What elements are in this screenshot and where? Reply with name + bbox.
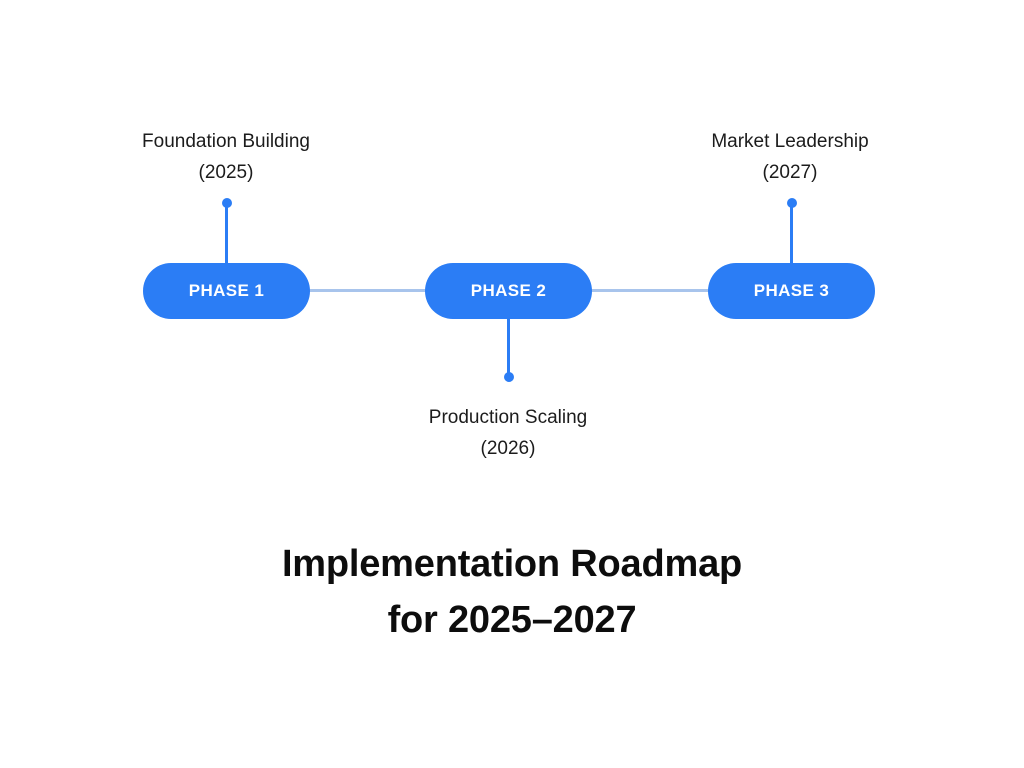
phase-node-2-label: PHASE 2 xyxy=(470,281,547,300)
phase-node-1[interactable]: PHASE 1 xyxy=(143,263,310,319)
milestone-title-phase-1: Foundation Building xyxy=(142,131,310,152)
page-title-line-2: for 2025–2027 xyxy=(387,599,637,641)
milestone-title-phase-2: Production Scaling xyxy=(428,407,588,428)
milestone-year-phase-3: (2027) xyxy=(762,162,818,183)
milestone-title-phase-3: Market Leadership xyxy=(711,131,869,152)
stem-phase-1 xyxy=(225,203,228,265)
milestone-dot-phase-2 xyxy=(504,372,514,382)
phase-node-1-label: PHASE 1 xyxy=(188,281,265,300)
milestone-dot-phase-1 xyxy=(222,198,232,208)
stem-phase-3 xyxy=(790,203,793,265)
page-title: Implementation Roadmap for 2025–2027 xyxy=(0,536,1024,648)
stem-phase-2 xyxy=(507,317,510,378)
page-title-line-1: Implementation Roadmap xyxy=(281,543,743,585)
phase-node-3[interactable]: PHASE 3 xyxy=(708,263,875,319)
milestone-caption-phase-2: Production Scaling (2026) xyxy=(388,402,628,464)
milestone-caption-phase-1: Foundation Building (2025) xyxy=(106,126,346,188)
milestone-year-phase-1: (2025) xyxy=(198,162,254,183)
connector-line-phase2-phase3 xyxy=(582,289,717,292)
connector-line-phase1-phase2 xyxy=(300,289,434,292)
milestone-caption-phase-3: Market Leadership (2027) xyxy=(670,126,910,188)
phase-node-3-label: PHASE 3 xyxy=(753,281,830,300)
milestone-year-phase-2: (2026) xyxy=(480,438,536,459)
milestone-dot-phase-3 xyxy=(787,198,797,208)
phase-node-2[interactable]: PHASE 2 xyxy=(425,263,592,319)
